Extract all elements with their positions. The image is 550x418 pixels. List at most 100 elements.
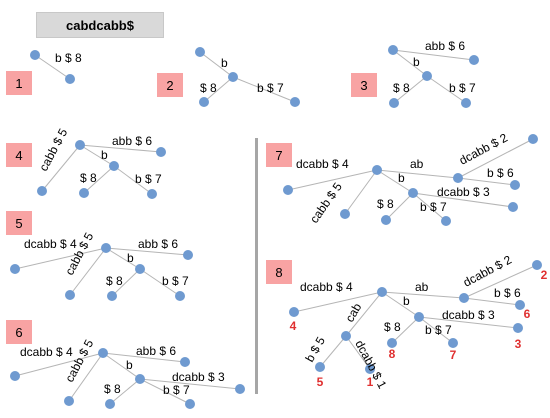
tree-node — [64, 396, 74, 406]
edge — [391, 316, 420, 344]
edge-label: b $ 7 — [257, 81, 284, 95]
tree-node — [341, 331, 351, 341]
tree-step-2: b $ 8 b $ 7 — [195, 47, 300, 107]
tree-node — [388, 45, 398, 55]
edge — [83, 165, 115, 194]
edge — [392, 49, 428, 77]
tree-node — [290, 97, 300, 107]
tree-node — [37, 186, 47, 196]
edge-label: b — [221, 56, 228, 70]
edge — [418, 316, 454, 344]
edge-label: b $ 7 — [425, 323, 452, 337]
edge — [287, 169, 378, 191]
edge-label: $ 8 — [80, 171, 97, 185]
suffix-rank-label: 3 — [515, 337, 522, 351]
panel-divider — [255, 138, 258, 394]
edge — [457, 177, 516, 186]
edge-label: b $ 7 — [135, 172, 162, 186]
tree-node — [180, 357, 190, 367]
tree-node — [340, 209, 350, 219]
edge-label: $ 8 — [104, 382, 121, 396]
tree-node — [156, 147, 166, 157]
edge-label: $ 8 — [200, 81, 217, 95]
tree-node — [65, 290, 75, 300]
step-badge-7: 7 — [266, 143, 292, 167]
edge-label: dcabb $ 3 — [437, 185, 490, 199]
edge-label: cabb $ 5 — [307, 180, 345, 226]
tree-node — [135, 374, 145, 384]
edge — [34, 54, 71, 80]
edge-label: $ 8 — [393, 81, 410, 95]
edge — [69, 247, 107, 296]
tree-node — [528, 134, 538, 144]
tree-node — [199, 97, 209, 107]
edge — [14, 352, 104, 377]
edge-label: b $ 5 — [302, 334, 328, 364]
tree-node — [109, 161, 119, 171]
edge — [426, 75, 467, 104]
tree-node — [453, 173, 463, 183]
tree-node — [147, 189, 157, 199]
edge — [41, 144, 81, 192]
edge-label: $ 8 — [377, 197, 394, 211]
edge-label: b — [398, 171, 405, 185]
edge-label: cab — [342, 300, 364, 324]
edge — [105, 247, 141, 270]
step-badge-5: 5 — [6, 211, 32, 235]
edge — [293, 291, 383, 313]
tree-node — [387, 338, 397, 348]
tree-node — [30, 50, 40, 60]
tree-node — [183, 250, 193, 260]
tree-node — [469, 55, 479, 65]
edge-label: ab — [410, 157, 424, 171]
edge-label: dcabb $ 4 — [20, 345, 73, 359]
edge — [105, 247, 189, 256]
suffix-rank-label: 1 — [367, 375, 374, 389]
step-badge-4: 4 — [6, 143, 32, 167]
tree-node — [135, 264, 145, 274]
tree-node — [459, 293, 469, 303]
edge — [376, 169, 414, 194]
tree-step-1: b $ 8 — [30, 50, 82, 84]
suffix-rank-label: 5 — [317, 375, 324, 389]
edge-label: $ 8 — [384, 320, 401, 334]
edge-label: b — [127, 251, 134, 265]
edge-label: b $ 8 — [55, 51, 82, 65]
tree-node — [185, 399, 195, 409]
edge — [111, 268, 141, 297]
edge — [139, 378, 241, 390]
tree-node — [377, 287, 387, 297]
tree-node — [75, 140, 85, 150]
edge-label: abb $ 6 — [425, 39, 465, 53]
tree-node — [422, 71, 432, 81]
tree-node — [441, 216, 451, 226]
edge — [393, 75, 428, 104]
tree-node — [283, 185, 293, 195]
tree-node — [10, 371, 20, 381]
edge-label: b $ 7 — [449, 81, 476, 95]
edge-label: b — [403, 294, 410, 308]
edge — [139, 268, 181, 297]
edge — [232, 76, 296, 103]
tree-node — [510, 180, 520, 190]
tree-node — [195, 47, 205, 57]
edge — [344, 169, 378, 215]
edge-label: dcabb $ 4 — [300, 280, 353, 294]
tree-node — [101, 243, 111, 253]
edge-label: b $ 6 — [494, 286, 521, 300]
tree-node — [98, 348, 108, 358]
tree-node — [365, 364, 375, 374]
edge-label: dcabb $ 4 — [296, 157, 349, 171]
tree-node — [381, 215, 391, 225]
edge-label: abb $ 6 — [138, 237, 178, 251]
tree-node — [448, 338, 458, 348]
tree-node — [372, 165, 382, 175]
edge — [14, 247, 107, 270]
edge-label: b $ 6 — [487, 166, 514, 180]
